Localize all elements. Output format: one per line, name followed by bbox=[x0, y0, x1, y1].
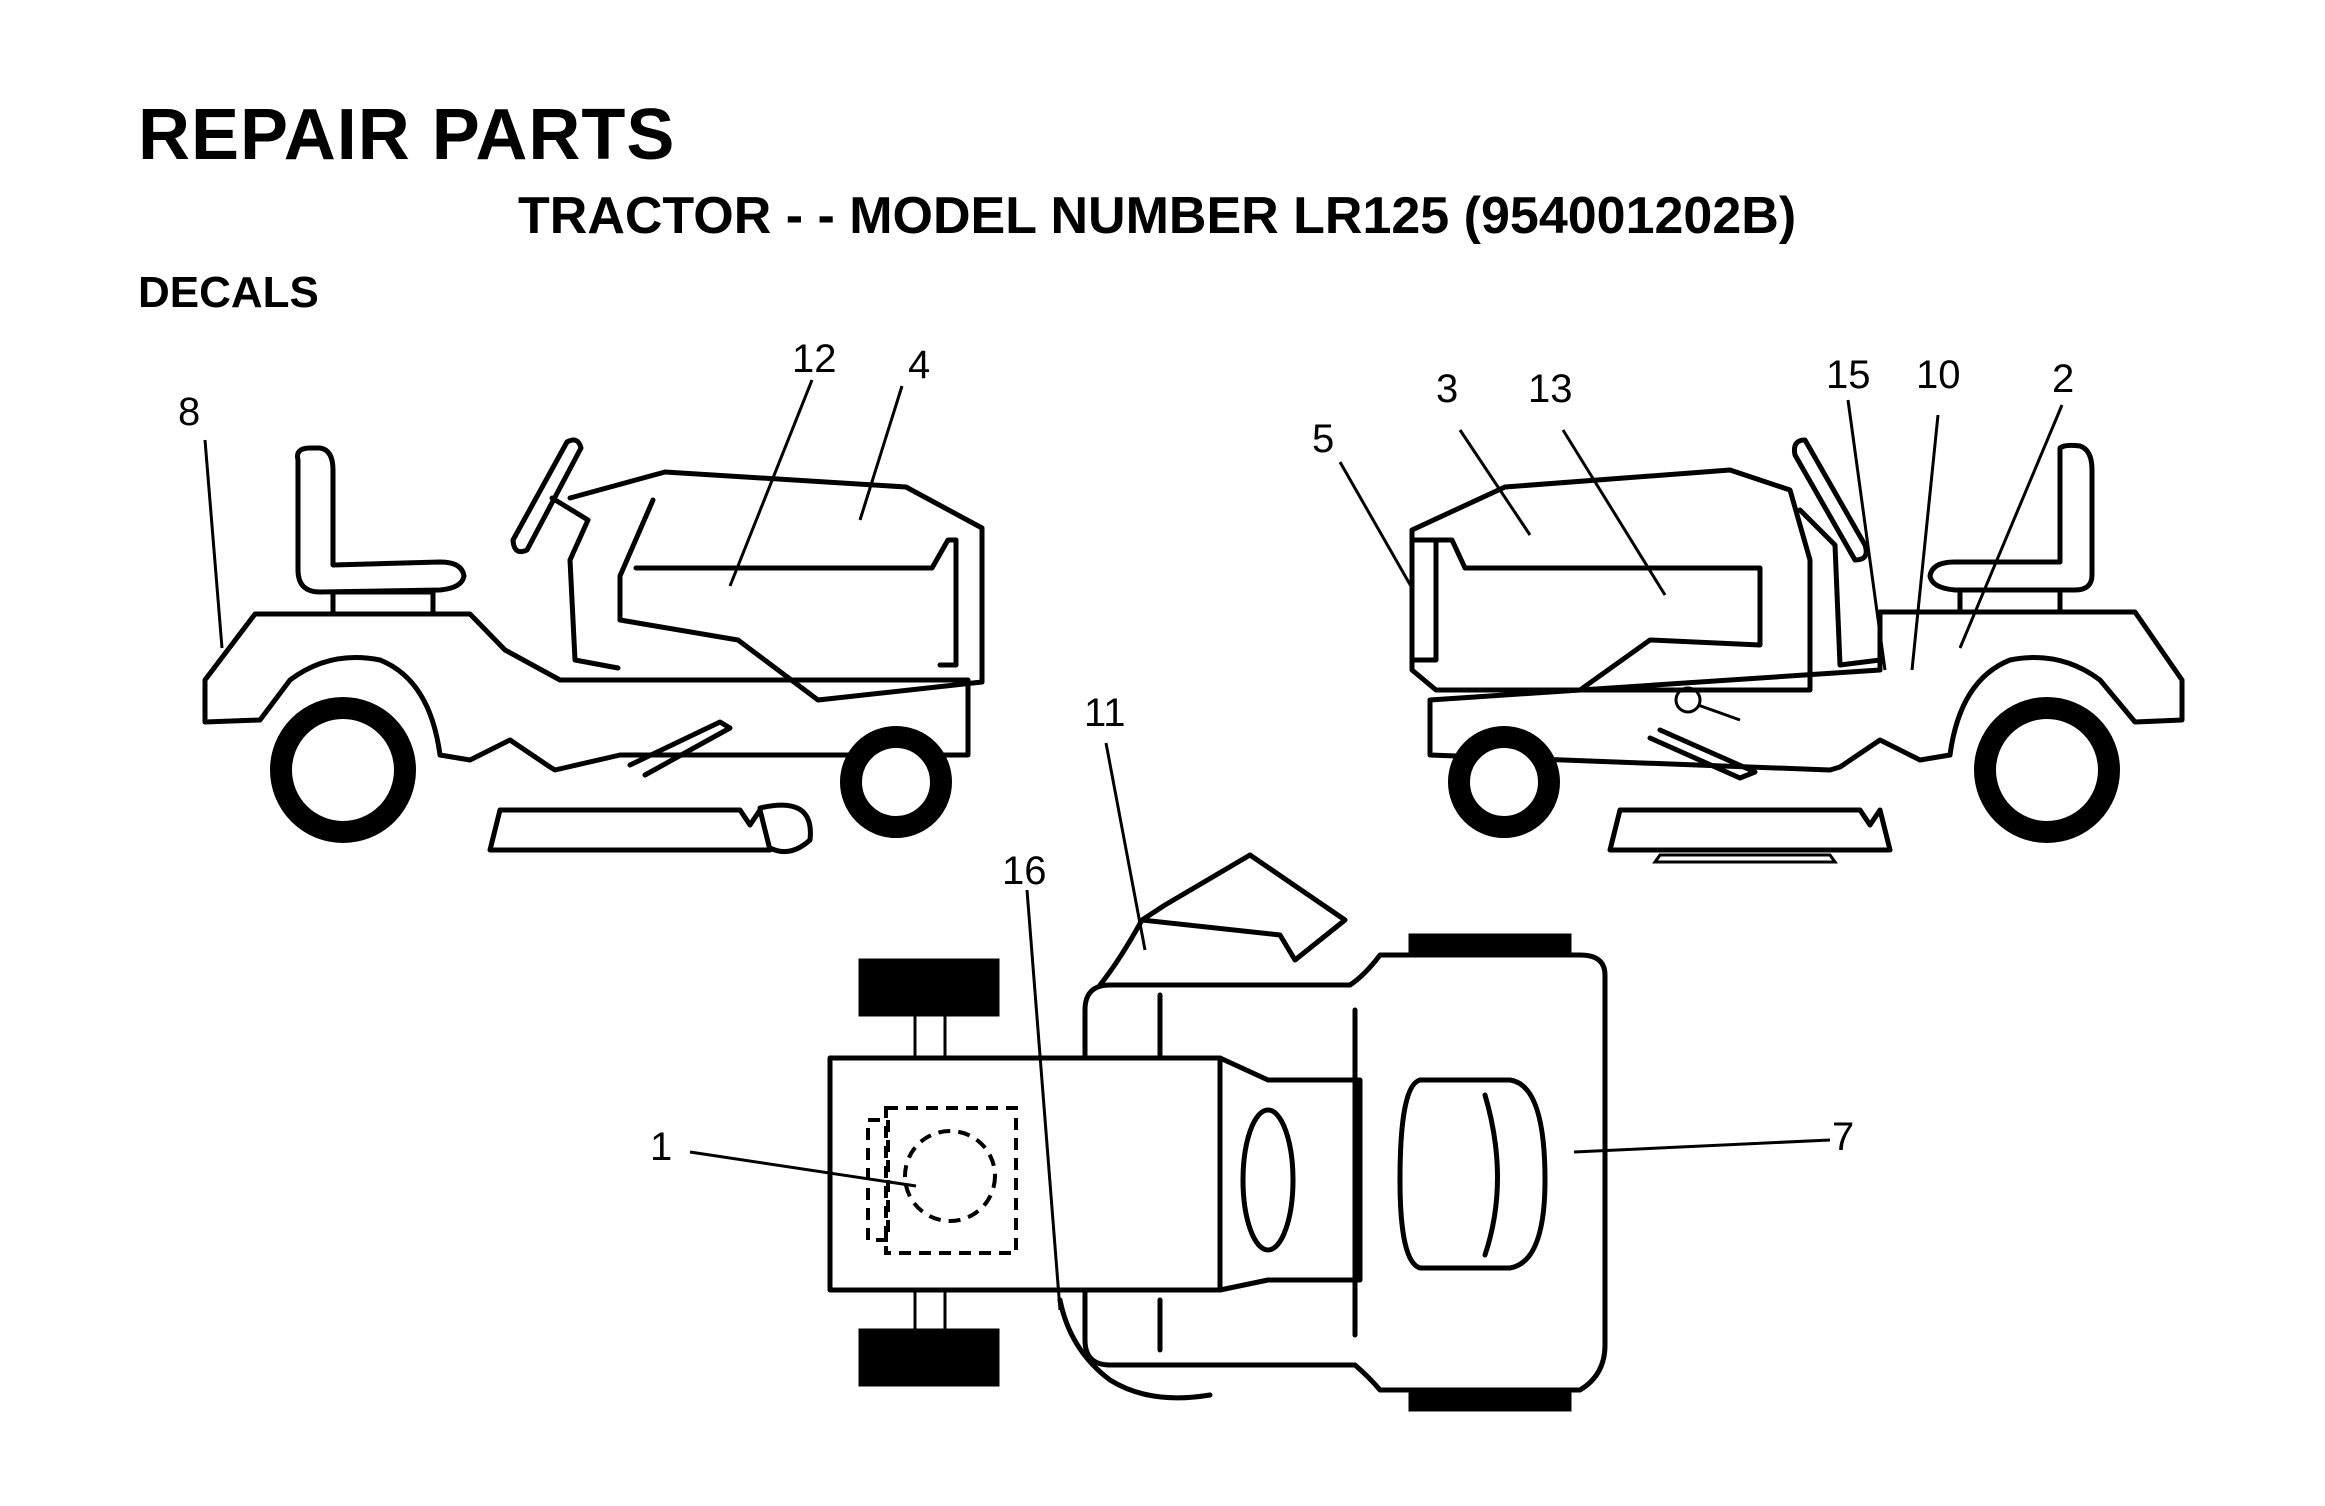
callout-5: 5 bbox=[1312, 417, 1334, 461]
callout-4: 4 bbox=[908, 343, 930, 387]
callouts: 8 12 4 5 3 13 15 10 2 11 16 1 7 bbox=[178, 337, 2074, 1169]
section-heading: DECALS bbox=[138, 268, 319, 317]
callout-1: 1 bbox=[650, 1125, 672, 1169]
right-side-view bbox=[1409, 437, 2185, 864]
callout-2: 2 bbox=[2052, 357, 2074, 401]
top-view bbox=[827, 852, 1608, 1412]
callout-13: 13 bbox=[1528, 367, 1573, 411]
callout-3: 3 bbox=[1436, 367, 1458, 411]
callout-15: 15 bbox=[1826, 353, 1871, 397]
callout-8: 8 bbox=[178, 390, 200, 434]
page-title: REPAIR PARTS bbox=[138, 95, 676, 175]
leader-lines bbox=[203, 379, 2064, 1311]
callout-7: 7 bbox=[1832, 1115, 1854, 1159]
left-side-view bbox=[202, 437, 985, 855]
callout-11: 11 bbox=[1084, 691, 1126, 735]
callout-10: 10 bbox=[1916, 353, 1961, 397]
model-subtitle: TRACTOR - - MODEL NUMBER LR125 (95400120… bbox=[518, 187, 1797, 245]
callout-12: 12 bbox=[792, 337, 837, 381]
callout-16: 16 bbox=[1002, 849, 1047, 893]
